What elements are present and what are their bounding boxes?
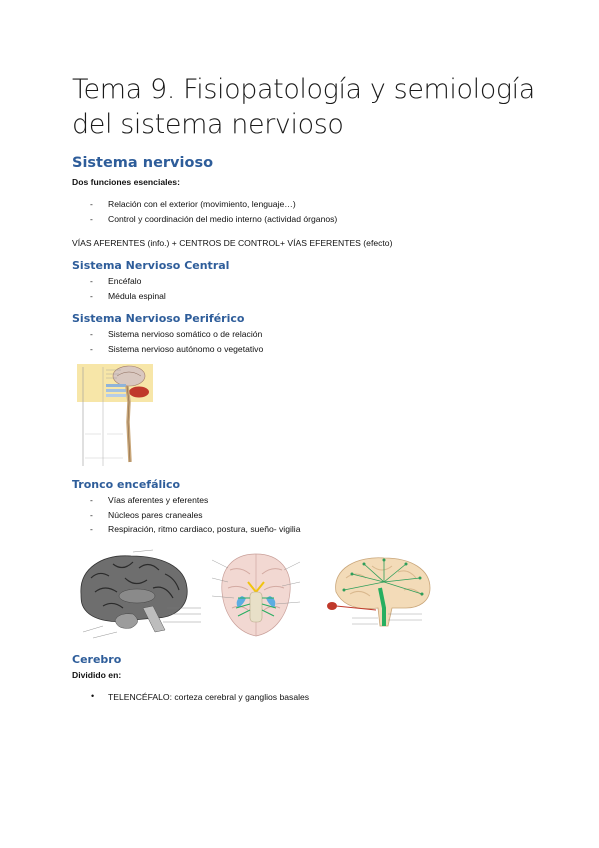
list-item: -Sistema nervioso somático o de relación: [90, 329, 263, 339]
heading-tronco: Tronco encefálico: [72, 478, 181, 491]
nervous-system-figure: [73, 362, 155, 468]
functions-list: -Relación con el exterior (movimiento, l…: [72, 197, 337, 226]
cranial-nerves-figure: [210, 548, 302, 640]
heading-snc: Sistema Nervioso Central: [72, 259, 230, 272]
tronco-list: -Vías aferentes y eferentes -Núcleos par…: [72, 493, 301, 537]
snp-list: -Sistema nervioso somático o de relación…: [72, 327, 263, 356]
cerebro-list: •TELENCÉFALO: corteza cerebral y ganglio…: [72, 690, 309, 704]
list-item: -Control y coordinación del medio intern…: [90, 213, 338, 224]
intro-text: Dos funciones esenciales:: [72, 177, 180, 187]
list-item: -Vías aferentes y eferentes: [90, 495, 209, 505]
brain-sagittal-figure: [73, 548, 205, 640]
list-item: -Relación con el exterior (movimiento, l…: [90, 199, 296, 209]
list-item: •TELENCÉFALO: corteza cerebral y ganglio…: [91, 691, 310, 702]
reticular-formation-figure: [322, 552, 440, 628]
heading-snp: Sistema Nervioso Periférico: [72, 312, 245, 325]
list-item: -Sistema nervioso autónomo o vegetativo: [90, 343, 264, 354]
heading-sistema-nervioso: Sistema nervioso: [72, 155, 214, 171]
list-item: -Encéfalo: [90, 276, 142, 286]
page-title: Tema 9. Fisiopatología y semiología del …: [72, 74, 535, 140]
pathway-text: VÍAS AFERENTES (info.) + CENTROS DE CONT…: [72, 238, 393, 248]
heading-cerebro: Cerebro: [72, 653, 122, 666]
list-item: -Respiración, ritmo cardiaco, postura, s…: [90, 524, 301, 534]
list-item: -Núcleos pares craneales: [90, 509, 203, 520]
snc-list: -Encéfalo -Médula espinal: [72, 274, 166, 303]
list-item: -Médula espinal: [90, 290, 166, 301]
cerebro-intro: Dividido en:: [72, 670, 122, 680]
